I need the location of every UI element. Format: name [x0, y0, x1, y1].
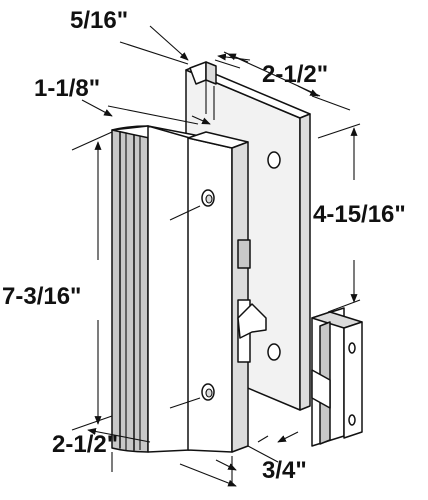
latch-mechanism: [237, 239, 267, 363]
dim-plate-width: [223, 51, 351, 111]
keeper-hole-top: [348, 342, 356, 354]
handle-body: [111, 125, 249, 453]
plate-screw-hole-top: [267, 151, 281, 169]
dim-handle-width: [87, 428, 237, 487]
dim-catch-thickness: [215, 431, 299, 471]
keeper-strike: [311, 307, 363, 447]
plate-screw-hole-bottom: [267, 343, 281, 361]
dim-handle-depth: [81, 99, 211, 125]
dim-plate-depth: [119, 25, 251, 69]
label-plate-width: 2-1/2": [262, 61, 328, 88]
label-plate-depth: 5/16": [70, 7, 128, 34]
latch-hook: [237, 303, 267, 339]
dim-overall-height: [71, 131, 113, 431]
label-handle-width: 2-1/2": [52, 431, 118, 458]
label-handle-depth: 1-1/8": [34, 75, 100, 102]
label-hole-spacing: 4-15/16": [313, 201, 406, 228]
label-overall-height: 7-3/16": [2, 283, 81, 310]
label-catch-thickness: 3/4": [262, 457, 307, 484]
dim-hole-spacing: [317, 123, 361, 313]
latch-slot: [237, 239, 251, 269]
keeper-hole-bottom: [348, 414, 356, 426]
